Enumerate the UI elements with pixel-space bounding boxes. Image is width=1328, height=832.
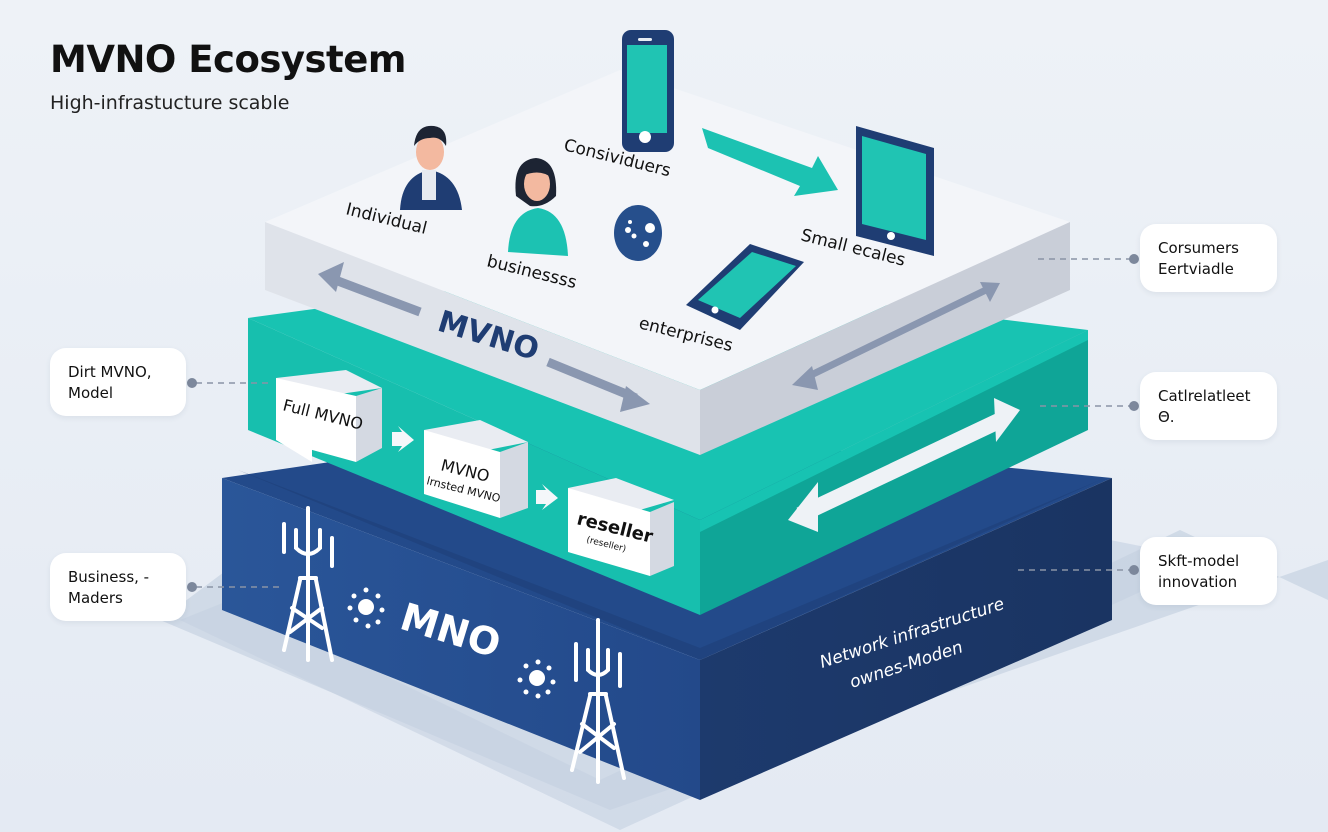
callout-right-3: Skft-model innovation [1140,537,1277,605]
signal-icon-right [517,659,556,699]
top-layer-front [265,222,700,455]
cell-tower-icon-right [570,618,626,784]
callout-left-2: Business, - Maders [50,553,186,621]
top-layer-arrow-right [546,357,650,412]
mobile-device-icon [686,244,804,330]
base-layer-side [700,478,1112,800]
connector-left-1 [187,378,272,388]
mvno-box [424,420,528,518]
top-layer-arrow-left [318,262,422,317]
flow-arrow-1 [392,426,414,452]
top-layer-double-arrow [792,282,1000,390]
callout-left-2-line1: Business, - [68,568,150,586]
callout-left-1-line2: Model [68,384,114,402]
network-dots-icon [614,205,662,261]
signal-icon-left [347,587,385,629]
connector-right-2 [1040,401,1139,411]
callout-right-3-line2: innovation [1158,573,1238,591]
page-subtitle: High-infrastucture scable [50,92,290,114]
callout-right-2-line2: Θ. [1158,408,1175,426]
connector-right-1 [1038,254,1139,264]
callout-right-3-line1: Skft-model [1158,552,1240,570]
callout-left-1: Dirt MVNO, Model [50,348,186,416]
business-person-icon [508,158,568,256]
smartphone-icon [622,30,674,152]
teal-flow-arrow [702,128,838,196]
cell-tower-icon-left [282,506,334,662]
individual-person-icon [400,125,462,210]
flow-arrow-2 [536,484,558,510]
mid-layer-double-arrow [788,398,1020,532]
reseller-box [568,478,674,576]
callout-right-1-line2: Eertviadle [1158,260,1234,278]
connector-right-3 [1018,565,1139,575]
top-layer-top [265,70,1070,390]
connector-left-2 [187,582,282,592]
callout-right-1: Corsumers Eertviadle [1140,224,1277,292]
base-layer-front [222,478,700,800]
callout-right-2: Catlrelatleet Θ. [1140,372,1277,440]
callout-right-2-line1: Catlrelatleet [1158,387,1251,405]
tablet-icon [856,126,934,256]
callout-left-2-line2: Maders [68,589,123,607]
page-title: MVNO Ecosystem [50,38,406,81]
full-mvno-box [276,370,382,462]
callout-left-1-line1: Dirt MVNO, [68,363,152,381]
callout-right-1-line1: Corsumers [1158,239,1239,257]
